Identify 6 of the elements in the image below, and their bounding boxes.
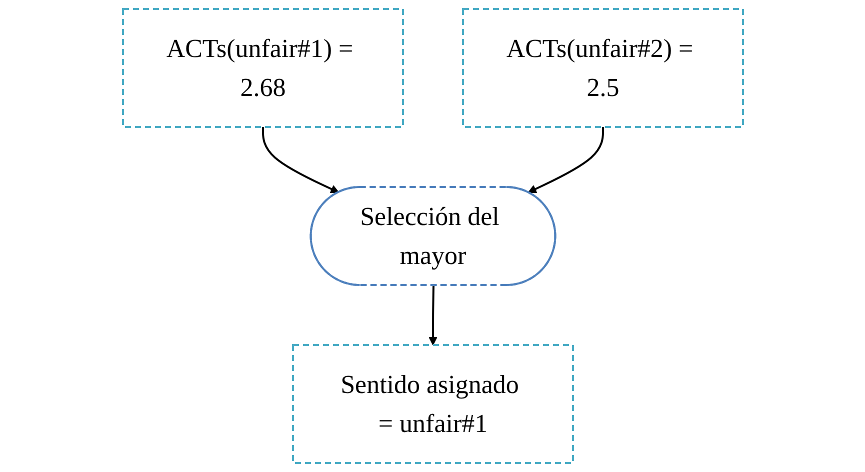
arrow [428,285,437,346]
node-box: Sentido asignado = unfair#1 [292,344,574,464]
node-box: ACTs(unfair#2) = 2.5 [462,8,744,128]
arrow [527,127,604,194]
node-box: ACTs(unfair#1) = 2.68 [122,8,404,128]
arrow [262,127,339,194]
